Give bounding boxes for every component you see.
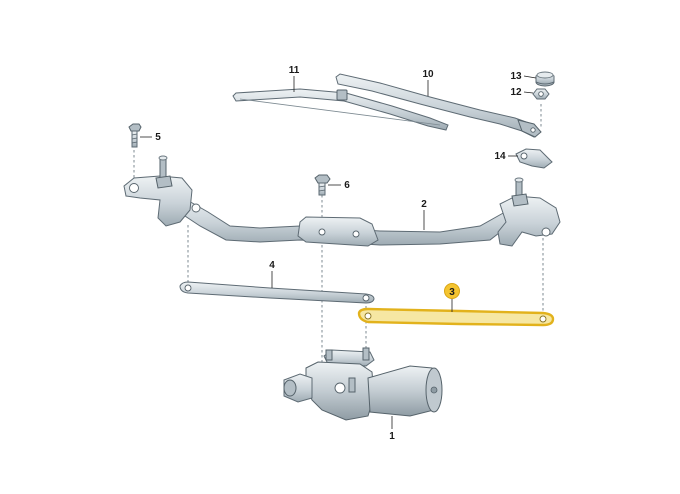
label-10: 10 (422, 69, 434, 96)
label-2: 2 (421, 199, 427, 230)
label-11-text: 11 (289, 65, 300, 76)
label-11: 11 (289, 65, 300, 92)
label-4: 4 (269, 260, 275, 288)
label-14-text: 14 (494, 151, 506, 162)
label-2-text: 2 (421, 199, 427, 210)
label-3-highlighted: 3 (444, 283, 460, 312)
label-6-text: 6 (344, 180, 350, 191)
label-5-text: 5 (155, 132, 161, 143)
part-10-wiper-arm[interactable] (335, 73, 542, 138)
part-11-wiper-blade[interactable] (232, 88, 449, 131)
label-3-badge (444, 283, 460, 299)
part-3-connecting-rod-highlighted[interactable] (357, 307, 555, 327)
label-13-text: 13 (510, 71, 522, 82)
label-3-text: 3 (449, 287, 455, 298)
label-13: 13 (510, 71, 537, 82)
label-5: 5 (140, 132, 161, 143)
part-13-cap[interactable] (535, 71, 555, 87)
part-5-bolt[interactable] (128, 123, 142, 148)
part-2-wiper-frame[interactable] (123, 155, 561, 247)
label-6: 6 (328, 180, 350, 191)
label-4-text: 4 (269, 260, 275, 271)
label-14: 14 (494, 151, 518, 162)
part-6-bolt[interactable] (314, 174, 331, 196)
label-10-text: 10 (422, 69, 434, 80)
label-12: 12 (510, 87, 534, 98)
label-1-text: 1 (389, 431, 395, 442)
label-12-text: 12 (510, 87, 522, 98)
part-14-bracket[interactable] (515, 148, 553, 169)
part-4-connecting-rod[interactable] (179, 281, 375, 304)
label-1: 1 (389, 416, 395, 442)
part-1-wiper-motor[interactable] (283, 347, 443, 421)
part-12-nut[interactable] (532, 88, 550, 100)
